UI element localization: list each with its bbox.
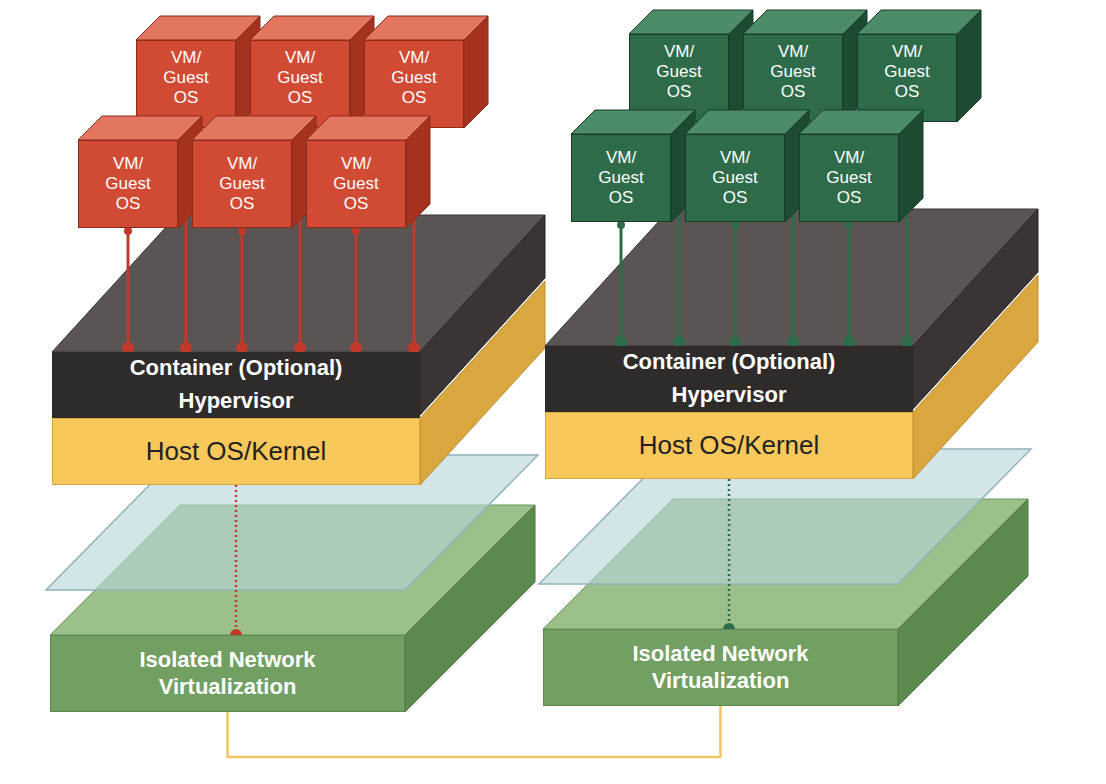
vm-cube: VM/ Guest OS [685,134,785,222]
node-label: VM/ Guest OS [97,154,159,214]
network-slab: Isolated Network Virtualization [50,635,405,712]
connector [230,485,242,641]
node-label: VM/ Guest OS [325,154,387,214]
node-label: VM/ Guest OS [211,154,273,214]
node-label: Isolated Network Virtualization [103,647,353,700]
layer-band: Hypervisor [52,385,420,418]
node-label: VM/ Guest OS [876,42,938,102]
connector [236,227,248,354]
node-label: Host OS/Kernel [146,436,327,467]
connector [843,221,855,348]
node-label: VM/ Guest OS [648,42,710,102]
node-label: Isolated Network Virtualization [596,641,846,694]
node-label: VM/ Guest OS [269,48,331,108]
node-label: VM/ Guest OS [704,148,766,208]
node-label: Host OS/Kernel [639,430,820,461]
node-label: Hypervisor [179,388,294,414]
node-label: VM/ Guest OS [383,48,445,108]
node-label: Hypervisor [672,382,787,408]
layer-band: Container (Optional) [52,352,420,385]
connector [723,479,735,635]
node-label: Container (Optional) [130,355,343,381]
connector [615,221,627,348]
node-label: VM/ Guest OS [818,148,880,208]
left-slab [46,215,545,712]
vm-cube: VM/ Guest OS [250,40,350,128]
vm-cube: VM/ Guest OS [364,40,464,128]
node-label: VM/ Guest OS [590,148,652,208]
vm-cube: VM/ Guest OS [136,40,236,128]
vm-cube: VM/ Guest OS [571,134,671,222]
connector [729,221,741,348]
vm-cube: VM/ Guest OS [743,34,843,122]
node-label: VM/ Guest OS [155,48,217,108]
vm-cube: VM/ Guest OS [799,134,899,222]
connector [350,227,362,354]
layer-band: Host OS/Kernel [52,418,420,485]
vm-cube: VM/ Guest OS [192,140,292,228]
layer-band: Host OS/Kernel [545,412,913,479]
vm-cube: VM/ Guest OS [629,34,729,122]
right-slab [539,209,1038,706]
connector [228,706,721,757]
vm-cube: VM/ Guest OS [78,140,178,228]
vm-cube: VM/ Guest OS [857,34,957,122]
node-label: Container (Optional) [623,349,836,375]
layer-band: Container (Optional) [545,346,913,379]
network-slab: Isolated Network Virtualization [543,629,898,706]
connector [122,227,134,354]
vm-cube: VM/ Guest OS [306,140,406,228]
layer-band: Hypervisor [545,379,913,412]
node-label: VM/ Guest OS [762,42,824,102]
